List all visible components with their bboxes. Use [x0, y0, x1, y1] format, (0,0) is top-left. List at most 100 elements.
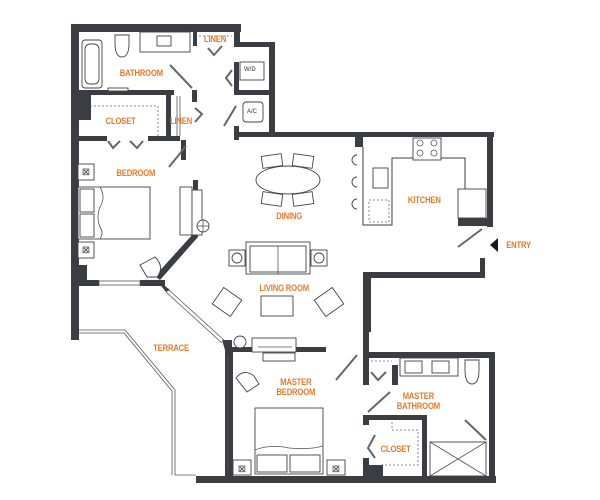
wall — [363, 465, 383, 480]
lamp-icon: ⊠ — [82, 167, 90, 178]
wall — [225, 347, 233, 477]
pillow — [256, 454, 288, 473]
pillow — [289, 454, 321, 473]
wall — [487, 132, 493, 227]
door-swing — [367, 391, 391, 413]
wall — [363, 272, 371, 332]
pillow — [79, 213, 95, 238]
nightstand — [77, 241, 95, 259]
washer-dryer-label: W/D — [244, 67, 256, 73]
wall — [71, 24, 79, 144]
entry-label: ENTRY — [506, 240, 531, 250]
lamp-icon: ⊠ — [332, 464, 340, 475]
bifold-door — [224, 69, 233, 87]
sink-icon — [404, 360, 423, 374]
wall — [79, 280, 99, 286]
room-label-linen-top: LINEN — [203, 34, 227, 44]
bifold-door — [370, 371, 387, 382]
toilet-icon — [114, 34, 130, 58]
window — [98, 280, 141, 286]
label-line: MASTER — [280, 377, 312, 387]
closet-rod — [380, 422, 419, 466]
terrace-railing-inner — [79, 332, 173, 475]
wall — [234, 62, 239, 92]
entry-door — [457, 228, 483, 248]
nightstand — [232, 459, 252, 476]
lamp-icon: ⊠ — [82, 245, 90, 256]
wall — [140, 280, 165, 286]
room-label-master-bathroom: MASTER BATHROOM — [397, 391, 440, 411]
door-swing — [335, 354, 358, 381]
stool — [351, 176, 358, 188]
ac-label: A/C — [247, 109, 258, 115]
kitchen-counter — [362, 147, 466, 226]
label-line: BEDROOM — [276, 387, 316, 397]
room-label-master-bedroom: MASTER BEDROOM — [276, 377, 315, 397]
tv — [262, 352, 296, 362]
wall — [234, 24, 240, 46]
bed-sheet — [254, 445, 324, 451]
washer-dryer — [239, 61, 265, 81]
label-line: MASTER — [402, 391, 435, 401]
chair — [291, 191, 315, 207]
wall — [363, 415, 425, 420]
wall — [392, 365, 398, 385]
coffee-table — [260, 295, 294, 317]
stool — [351, 198, 358, 210]
room-label-terrace: TERRACE — [153, 343, 189, 353]
room-label-living-room: LIVING ROOM — [259, 283, 309, 293]
wall — [269, 42, 275, 137]
chair — [291, 153, 315, 169]
media-console — [191, 189, 203, 236]
wall — [166, 94, 171, 141]
wall — [71, 24, 241, 32]
bathtub-inner — [84, 43, 100, 85]
nightstand — [326, 459, 346, 476]
towel-bar — [107, 87, 129, 92]
door-swing — [168, 145, 187, 168]
pillow — [79, 188, 95, 213]
armchair — [211, 286, 243, 318]
door-swing — [169, 64, 193, 89]
bifold-door — [107, 140, 121, 150]
door-swing — [223, 105, 237, 127]
media-console — [251, 337, 297, 353]
wall — [363, 272, 485, 278]
ac-unit — [242, 101, 264, 123]
arrow-left-icon — [490, 238, 498, 252]
room-label-closet: CLOSET — [105, 116, 136, 126]
dresser — [179, 186, 193, 236]
wall — [234, 132, 494, 137]
nightstand — [77, 163, 95, 181]
sink-icon — [431, 360, 450, 374]
room-label-dining: DINING — [276, 211, 303, 221]
wall — [158, 282, 170, 292]
chair — [139, 256, 161, 278]
wall — [363, 330, 369, 385]
wall — [422, 415, 427, 480]
lamp-icon: ⊠ — [238, 464, 246, 475]
bifold-door — [366, 434, 376, 459]
room-label-master-closet: CLOSET — [380, 444, 411, 454]
toilet-icon — [464, 359, 480, 385]
terrace-railing — [79, 329, 196, 476]
wall — [196, 476, 496, 483]
wall — [234, 42, 274, 47]
wall — [480, 258, 485, 278]
wall — [71, 90, 91, 120]
label-line: BATHROOM — [396, 401, 440, 411]
shower-door — [464, 419, 487, 441]
lamp-icon — [313, 252, 325, 264]
wall — [355, 132, 363, 147]
wall — [71, 140, 79, 340]
lamp-icon — [233, 335, 247, 349]
wall — [192, 90, 197, 102]
stove-icon — [412, 137, 442, 161]
stool — [351, 154, 358, 166]
sink-icon — [156, 35, 172, 47]
sliding-door — [165, 291, 223, 344]
chair — [260, 153, 284, 169]
wall — [234, 90, 274, 95]
chair — [235, 372, 260, 393]
